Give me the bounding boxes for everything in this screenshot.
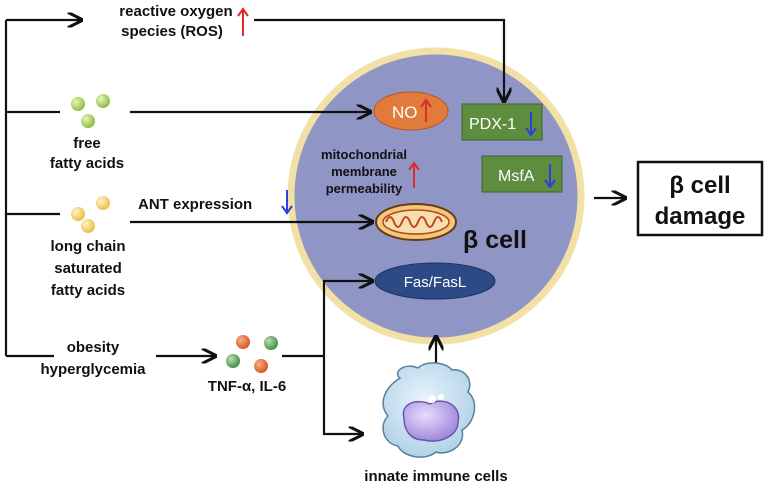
long-chain-fatty-acid-dots-icon [71,196,110,233]
long-chain-label: long chain [51,238,126,255]
mito-up-arrow-icon [408,161,420,188]
msfa-node [481,155,563,193]
mito-label-3: permeability [326,181,403,196]
obesity-label: obesity [67,339,120,356]
damage-label-2: damage [655,203,746,230]
msfa-down-arrow-icon [544,164,556,189]
ant-down-arrow-icon [281,190,293,215]
pdx1-down-arrow-icon [525,112,537,137]
pdx1-node [461,103,543,141]
fas-node [374,262,496,300]
immune-cells-label: innate immune cells [364,468,507,485]
msfa-label: MsfA [498,168,535,185]
immune-cell-icon [382,362,476,458]
free-fatty-acids-label: free [73,135,101,152]
no-up-arrow-icon [420,98,432,122]
ros-up-arrow-icon [237,7,249,36]
beta-cell-label: β cell [463,226,527,254]
free-fatty-acid-dots-icon [71,94,110,128]
mito-label-2: membrane [331,164,397,179]
damage-box [636,160,764,237]
fas-label: Fas/FasL [404,274,467,291]
ros-label: reactive oxygen [119,3,232,20]
damage-label: β cell [669,172,730,199]
pdx1-label: PDX-1 [469,116,516,133]
free-fatty-acids-label-2: fatty acids [50,155,124,172]
no-label: NO [392,103,418,122]
no-node [373,91,449,131]
mitochondrion-icon [375,203,457,241]
long-chain-label-3: fatty acids [51,282,125,299]
ant-expression-label: ANT expression [138,196,252,213]
connector-lines [4,20,624,434]
cytokines-label: TNF-α, IL-6 [208,378,286,395]
ros-label-2: species (ROS) [121,23,223,40]
hyperglycemia-label: hyperglycemia [40,361,146,378]
long-chain-label-2: saturated [54,260,122,277]
mito-label: mitochondrial [321,147,407,162]
cytokine-dots-icon [226,335,278,373]
